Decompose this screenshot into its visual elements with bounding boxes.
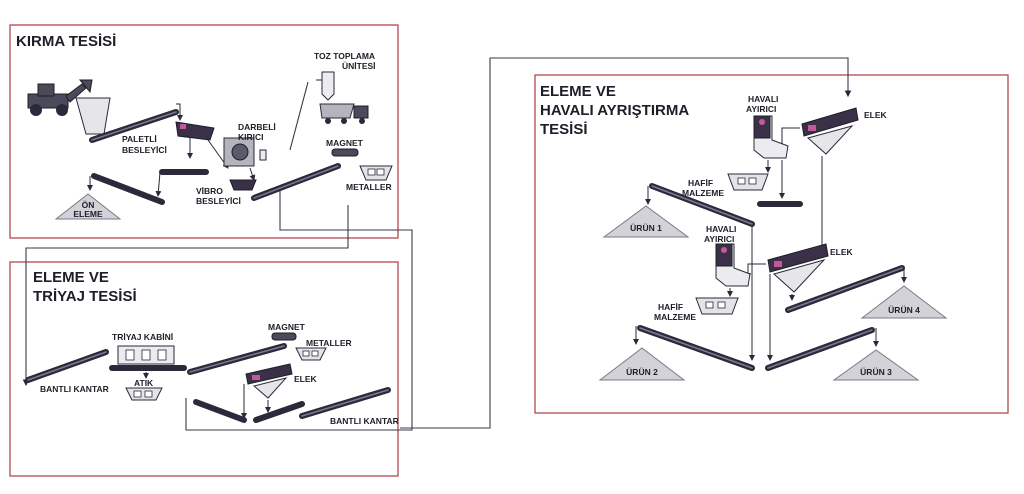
material-pile-icon — [598, 347, 686, 381]
metaller-mid-label: METALLER — [306, 338, 352, 348]
belt-conveyor-icon — [91, 173, 165, 205]
screening-air-plant-box — [534, 74, 1009, 414]
bantli-kantar-right-label: BANTLI KANTAR — [330, 416, 399, 426]
loader-icon — [27, 79, 93, 116]
connecting-flow-lines — [22, 57, 852, 431]
screen-icon — [229, 179, 257, 191]
urun-1-label: ÜRÜN 1 — [630, 223, 662, 233]
vibro-label-2: BESLEYİCİ — [196, 196, 241, 206]
crushing-plant-box — [9, 24, 399, 239]
material-pile-icon — [860, 285, 948, 319]
magnet-icon — [271, 332, 297, 341]
on-eleme-label-2: ELEME — [73, 209, 103, 219]
on-eleme-label-1: ÖN — [82, 200, 95, 210]
screening-air-title-line2: HAVALI AYRIŞTIRMA — [540, 102, 689, 119]
darbeli-label-2: KIRICI — [238, 132, 264, 142]
elek-mid-label: ELEK — [294, 374, 318, 384]
screen-icon — [767, 243, 829, 293]
screening-sorting-plant-box — [9, 261, 399, 477]
magnet-mid-label: MAGNET — [268, 322, 306, 332]
screening-sorting-title-line2: TRİYAJ TESİSİ — [33, 288, 137, 305]
metal-bin-icon — [295, 347, 327, 361]
screen-icon — [175, 121, 215, 141]
havali-2-label-2: AYIRICI — [704, 234, 734, 244]
air-separator-icon — [715, 243, 751, 287]
bantli-kantar-left-label: BANTLI KANTAR — [40, 384, 109, 394]
hopper-icon — [75, 97, 111, 135]
paletli-label-1: PALETLİ — [122, 134, 157, 144]
havali-1-label-1: HAVALI — [748, 94, 778, 104]
hafif-2-label-1: HAFİF — [658, 302, 683, 312]
urun-4-label: ÜRÜN 4 — [888, 305, 920, 315]
metal-bin-icon — [359, 165, 393, 181]
urun-3-label: ÜRÜN 3 — [860, 367, 892, 377]
screen-icon — [245, 363, 293, 399]
hafif-2-label-2: MALZEME — [654, 312, 696, 322]
belt-conveyor-icon — [193, 399, 247, 423]
crushing-plant-title: KIRMA TESİSİ — [16, 33, 116, 50]
magnet-top-label: MAGNET — [326, 138, 364, 148]
dust-label-2: ÜNİTESİ — [342, 61, 376, 71]
screening-air-title-line3: TESİSİ — [540, 121, 588, 138]
havali-1-label-2: AYIRICI — [746, 104, 776, 114]
truck-icon — [319, 103, 369, 124]
material-pile-icon — [832, 349, 920, 381]
screening-sorting-title-line1: ELEME VE — [33, 269, 109, 286]
flow-arrow — [176, 103, 183, 121]
material-pile-icon — [54, 193, 122, 220]
metal-bin-icon — [125, 387, 163, 401]
belt-conveyor-icon — [89, 109, 179, 143]
darbeli-label-1: DARBELİ — [238, 122, 276, 132]
air-separator-icon — [753, 115, 789, 159]
dust-collector-icon — [316, 71, 335, 101]
vibro-label-1: VİBRO — [196, 186, 223, 196]
dust-label-1: TOZ TOPLAMA — [314, 51, 375, 61]
hafif-1-label-2: MALZEME — [682, 188, 724, 198]
elek-2-label: ELEK — [830, 247, 854, 257]
metaller-top-label: METALLER — [346, 182, 392, 192]
belt-conveyor-icon — [253, 401, 305, 423]
elek-1-label: ELEK — [864, 110, 888, 120]
urun-2-label: ÜRÜN 2 — [626, 367, 658, 377]
havali-2-label-1: HAVALI — [706, 224, 736, 234]
hafif-1-label-1: HAFİF — [688, 178, 713, 188]
metal-bin-icon — [695, 297, 739, 315]
material-pile-icon — [602, 205, 690, 238]
crusher-icon — [223, 137, 267, 167]
atik-label: ATIK — [134, 378, 154, 388]
paletli-label-2: BESLEYİCİ — [122, 145, 167, 155]
triyaj-kabini-label: TRİYAJ KABİNİ — [112, 332, 173, 342]
magnet-icon — [331, 148, 359, 157]
screening-air-title-line1: ELEME VE — [540, 83, 616, 100]
screen-icon — [801, 107, 859, 155]
metal-bin-icon — [727, 173, 769, 191]
sorting-cabin-icon — [109, 345, 187, 371]
